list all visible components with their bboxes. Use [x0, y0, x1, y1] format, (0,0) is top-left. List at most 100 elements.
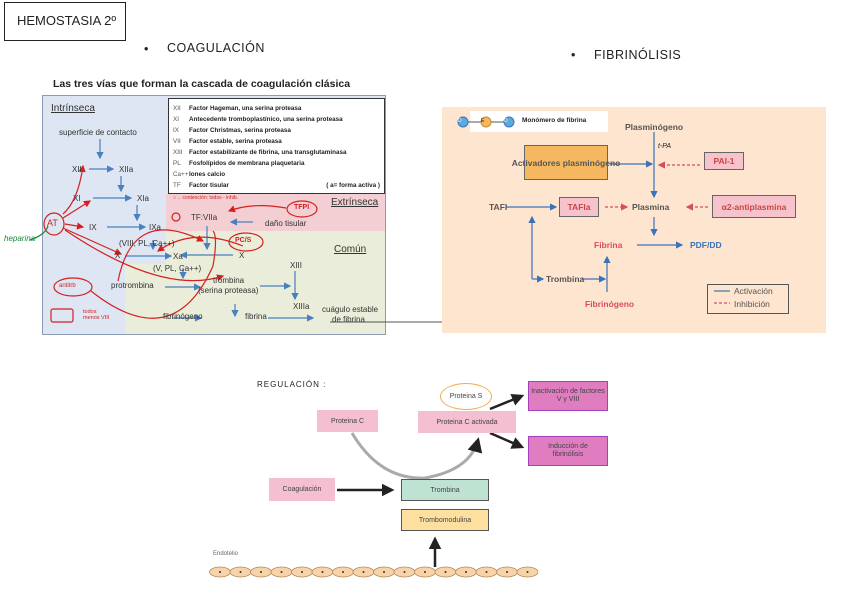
monomer-d-circle — [503, 116, 515, 128]
cell-nucleus — [403, 571, 406, 573]
cell-nucleus — [301, 571, 303, 573]
node-fibrinolysis-induction: Inducción de fibrinólisis — [528, 436, 608, 466]
node-xia: XIa — [137, 194, 150, 203]
node-thrombin-sub: (serina proteasa) — [198, 286, 259, 295]
node-protein-c-activated: Proteina C activada — [418, 411, 516, 433]
annotation-at: AT — [47, 218, 58, 228]
region-common: Común — [334, 244, 367, 255]
region-extrinsic: Extrínseca — [331, 197, 379, 208]
node-thrombin: trombina — [213, 276, 245, 285]
section-fibrinolysis: FIBRINÓLISIS — [594, 48, 682, 62]
node-xii: XII — [72, 165, 82, 174]
annotation-tfpi: TFPI — [294, 204, 310, 211]
node-fibrinogen: fibrinógeno — [163, 312, 203, 321]
node-x-extrinsic: X — [239, 251, 245, 260]
annotation-heparin: heparina — [4, 234, 36, 243]
node-cofactors-v: (V, PL, Ca++) — [153, 264, 202, 273]
fibrinolysis-arrows — [457, 116, 730, 304]
cell-nucleus — [321, 571, 324, 573]
node-ix: IX — [89, 223, 97, 232]
cell-nucleus — [444, 571, 447, 573]
legend-inhibition: Inhibición — [734, 299, 770, 309]
node-activators: Activadores plasminógeno — [512, 145, 620, 180]
cell-nucleus — [219, 571, 221, 573]
monomer-letter: D — [504, 118, 508, 124]
node-xiia: XIIa — [119, 165, 134, 174]
node-clot: cuágulo estable — [322, 305, 379, 314]
node-xiii: XIII — [290, 261, 303, 270]
section-coagulation: COAGULACIÓN — [167, 41, 265, 55]
monomer-d-circle — [457, 116, 469, 128]
node-prothrombin: protrombina — [111, 281, 154, 290]
monomer-e-circle — [480, 116, 492, 128]
node-tafia: TAFIa — [559, 197, 599, 217]
node-xa: Xa — [173, 252, 183, 261]
node-thrombin: Trombina — [546, 274, 585, 284]
cell-nucleus — [383, 571, 385, 573]
fibrinolysis-legend — [707, 284, 789, 314]
cell-nucleus — [485, 571, 488, 573]
annotation-antithrombin: antitrb — [59, 283, 76, 289]
node-protein-s: Proteina S — [440, 383, 492, 410]
node-xiiia: XIIIa — [293, 302, 310, 311]
node-thrombomodulin: Trombomodulina — [401, 509, 489, 531]
node-antiplasmin: α2-antiplasmina — [712, 195, 796, 218]
node-fibrin: fibrina — [245, 312, 267, 321]
node-coagulation: Coagulación — [269, 478, 335, 501]
regulation-title: REGULACIÓN : — [257, 380, 327, 389]
node-thrombin: Trombina — [401, 479, 489, 501]
cell-nucleus — [506, 571, 508, 573]
node-clot-2: de fibrina — [332, 315, 365, 324]
coagulation-title: Las tres vías que forman la cascada de c… — [53, 78, 351, 90]
node-plasmin: Plasmina — [632, 202, 670, 212]
legend-row: Ca++Iones calcio — [173, 171, 226, 178]
node-x: X — [115, 251, 121, 260]
annotation-note-bottom: todos menos VIII — [83, 309, 110, 321]
cell-nucleus — [260, 571, 262, 573]
cell-nucleus — [280, 571, 283, 573]
node-protein-c: Proteina C — [317, 410, 378, 432]
cell-nucleus — [362, 571, 365, 573]
annotation-note-top: ○→ contención: todos - inhib. — [173, 195, 238, 201]
node-tf-viia: TF:VIIa — [191, 213, 218, 222]
node-xi: XI — [73, 194, 81, 203]
region-intrinsic: Intrínseca — [51, 103, 95, 114]
node-fibrinogen: Fibrinógeno — [585, 299, 635, 309]
cell-nucleus — [239, 571, 242, 573]
cascade-arrows — [43, 139, 318, 323]
node-plasminogen: Plasminógeno — [625, 122, 684, 132]
bullet: • — [571, 48, 576, 62]
cell-nucleus — [526, 571, 529, 573]
legend-activation: Activación — [734, 286, 773, 296]
monomer-letter: E — [481, 118, 485, 124]
node-tafi: TAFI — [489, 202, 508, 212]
monomer-letter: D — [458, 118, 462, 124]
node-pai1: PAI-1 — [704, 152, 744, 170]
cell-nucleus — [465, 571, 467, 573]
node-fibrin: Fibrina — [594, 240, 623, 250]
bullet: • — [144, 42, 149, 56]
node-ixa: IXa — [149, 223, 162, 232]
annotation-tpa: t-PA — [658, 143, 672, 150]
node-inactivation: Inactivación de factores V y VIII — [528, 381, 608, 411]
node-pdf-dd: PDF/DD — [690, 240, 722, 250]
monomer-label: Monómero de fibrina — [522, 117, 587, 124]
handwritten-annotations — [43, 164, 318, 323]
node-cofactors-viii: (VIII, PL, Ca++) — [119, 239, 175, 248]
node-tissue-damage: daño tisular — [265, 219, 307, 228]
cell-nucleus — [342, 571, 344, 573]
endothelium-label: Endotelio — [213, 551, 239, 557]
endothelium-cells — [209, 566, 538, 578]
cell-nucleus — [424, 571, 426, 573]
fibrinolysis-diagram: D E D Monómero de fibrina Plasminógeno t… — [442, 107, 826, 333]
